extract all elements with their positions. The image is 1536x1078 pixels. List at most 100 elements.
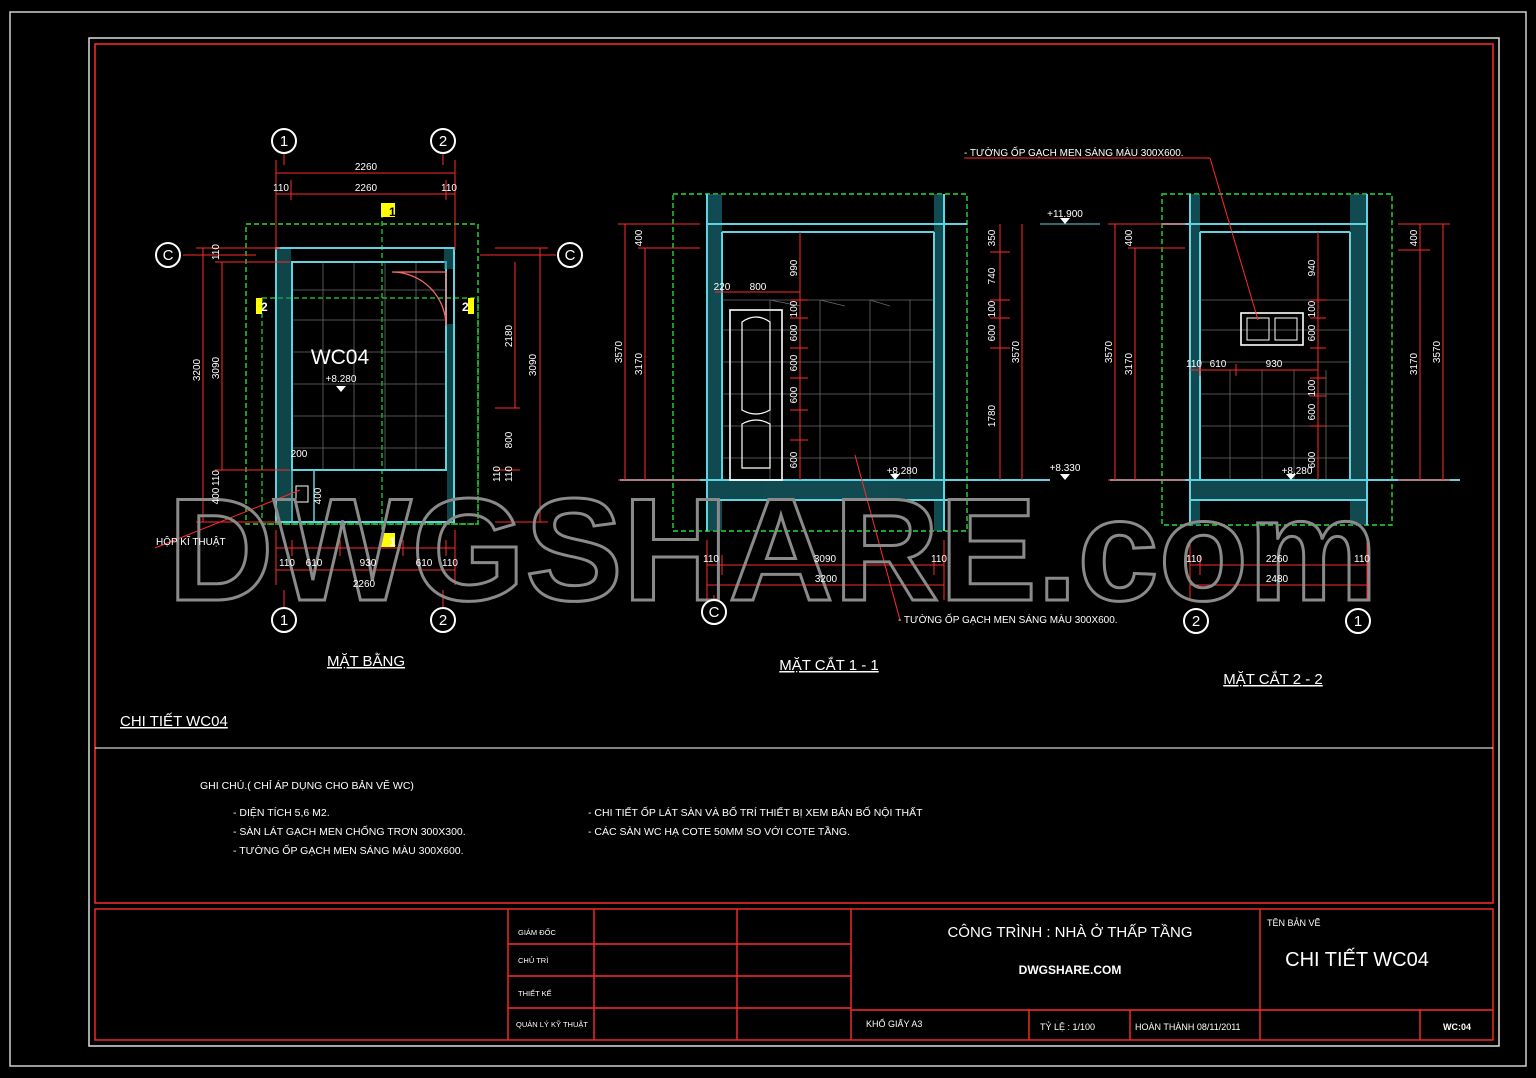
svg-text:3200: 3200 [192,358,203,381]
section-mark-2-right: 2 [462,300,469,314]
role-designer: THIẾT KẾ [518,988,552,998]
sheet-border [88,37,1500,1047]
scale: TỶ LỆ : 1/100 [1040,1021,1095,1032]
section-1-view [618,193,1100,621]
svg-text:600: 600 [789,324,800,341]
svg-text:800: 800 [504,431,515,448]
plan-dimensions: 2260 2260 110 110 200 110 610 930 610 11… [192,162,539,590]
svg-text:1780: 1780 [987,404,998,427]
role-director: GIÁM ĐỐC [518,927,557,937]
svg-text:610: 610 [1210,359,1227,370]
svg-text:110: 110 [492,466,503,482]
completion-date: HOÀN THÀNH 08/11/2011 [1135,1022,1241,1032]
title-block [94,908,1494,1041]
svg-text:610: 610 [306,558,323,569]
svg-text:600: 600 [789,354,800,371]
project-name: CÔNG TRÌNH : NHÀ Ở THẤP TẦNG [947,923,1192,941]
svg-text:3090: 3090 [211,356,222,379]
section-1-dimensions: 220 800 990 100 600 600 600 600 350 740 … [614,229,1022,585]
svg-text:220: 220 [714,282,731,293]
svg-text:940: 940 [1307,259,1318,276]
svg-text:3570: 3570 [614,340,625,363]
svg-text:3200: 3200 [815,574,838,585]
svg-text:C: C [709,604,720,621]
svg-text:2260: 2260 [355,183,378,194]
svg-text:100: 100 [987,300,998,317]
svg-text:+8.330: +8.330 [1050,463,1081,474]
title-block-text: GIÁM ĐỐC CHỦ TRÌ THIẾT KẾ QUẢN LÝ KỸ THU… [516,917,1471,1032]
grid-bubbles [155,128,1371,634]
svg-text:100: 100 [789,300,800,317]
svg-text:110: 110 [703,554,719,565]
svg-text:+8.280: +8.280 [1282,466,1313,477]
section-mark-2-left: 2 [261,300,268,314]
svg-text:3570: 3570 [1011,340,1022,363]
svg-text:2260: 2260 [1266,554,1289,565]
svg-text:110: 110 [279,558,295,569]
svg-text:3170: 3170 [1409,352,1420,375]
section-mark-1-top: 1 [389,205,396,219]
svg-text:3570: 3570 [1432,340,1443,363]
svg-text:110: 110 [1186,359,1202,370]
svg-text:2: 2 [439,612,447,629]
svg-text:400: 400 [1124,229,1135,246]
svg-text:110: 110 [441,183,457,194]
section-2-dimensions: 110 610 930 940 100 600 100 600 600 400 … [1104,229,1443,585]
svg-text:600: 600 [1307,403,1318,420]
watermark: DWGSHARE.com [168,468,1378,631]
svg-text:+11.900: +11.900 [1047,209,1083,220]
svg-text:110: 110 [504,466,515,482]
plan-level: +8.280 [326,374,357,385]
svg-text:600: 600 [987,324,998,341]
svg-text:400: 400 [211,487,222,504]
svg-text:- TƯỜNG ỐP GẠCH MEN SÁNG MÀU 3: - TƯỜNG ỐP GẠCH MEN SÁNG MÀU 300X600. [233,843,464,857]
svg-text:740: 740 [987,267,998,284]
sheet-name: CHI TIẾT WC04 [1285,948,1429,971]
section-2-view [1108,157,1460,600]
svg-text:600: 600 [1307,324,1318,341]
plan-view [154,152,556,607]
svg-text:3170: 3170 [634,352,645,375]
sheet-label: TÊN BẢN VẼ [1267,917,1321,928]
svg-text:600: 600 [789,386,800,403]
website: DWGSHARE.COM [1019,963,1122,977]
svg-text:+8.280: +8.280 [887,466,918,477]
section-2-labels: MẶT CẮT 2 - 2 - TƯỜNG ỐP GẠCH MEN SÁNG M… [964,145,1323,688]
section-2-note: - TƯỜNG ỐP GẠCH MEN SÁNG MÀU 300X600. [964,145,1184,159]
detail-title: CHI TIẾT WC04 [120,713,228,730]
svg-text:100: 100 [1307,379,1318,396]
svg-text:C: C [565,247,576,264]
svg-text:2260: 2260 [355,162,378,173]
svg-text:100: 100 [1307,300,1318,317]
room-name: WC04 [311,346,370,369]
svg-text:350: 350 [987,229,998,246]
svg-text:2180: 2180 [504,324,515,347]
svg-text:C: C [163,247,174,264]
svg-text:3170: 3170 [1124,352,1135,375]
notes-block: GHI CHÚ.( CHỈ ÁP DỤNG CHO BẢN VẼ WC) - D… [200,779,923,857]
svg-text:3570: 3570 [1104,340,1115,363]
section-mark-1-bottom: 1 [389,535,396,549]
section-1-note: - TƯỜNG ỐP GẠCH MEN SÁNG MÀU 300X600. [898,612,1118,626]
svg-text:1: 1 [280,133,288,150]
svg-text:200: 200 [291,449,308,460]
section-1-labels: MẶT CẮT 1 - 1 - TƯỜNG ỐP GẠCH MEN SÁNG M… [779,209,1117,674]
role-lead: CHỦ TRÌ [518,956,548,965]
svg-text:2260: 2260 [353,579,376,590]
svg-text:110: 110 [442,558,458,569]
svg-text:600: 600 [789,451,800,468]
svg-text:3090: 3090 [814,554,837,565]
outer-border [9,11,1527,1067]
svg-text:400: 400 [313,487,324,504]
plan-labels: WC04 +8.280 1 1 2 2 HỘP KĨ THUẬT MẶT BẰN… [156,205,469,670]
svg-text:400: 400 [634,229,645,246]
svg-text:400: 400 [1409,229,1420,246]
svg-text:- CÁC SÀN WC HẠ COTE 50MM SO V: - CÁC SÀN WC HẠ COTE 50MM SO VỚI COTE TẦ… [588,825,850,838]
svg-text:1: 1 [280,612,288,629]
svg-text:110: 110 [273,183,289,194]
svg-text:110: 110 [211,470,222,486]
drawing-frame [94,43,1494,904]
sheet-code: WC:04 [1443,1022,1471,1032]
svg-text:110: 110 [1186,554,1202,565]
